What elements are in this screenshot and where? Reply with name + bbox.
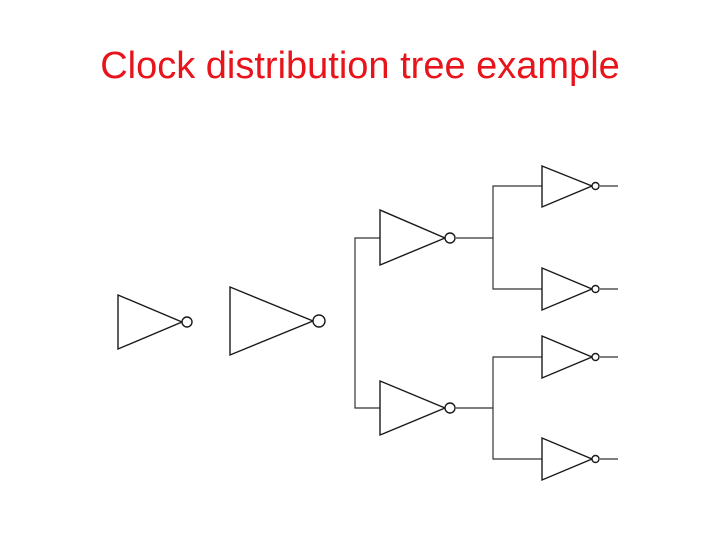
buffer-triangle-icon xyxy=(379,208,447,267)
buffer-triangle-icon xyxy=(379,379,447,437)
inversion-bubble-icon xyxy=(591,284,600,294)
inversion-bubble-icon xyxy=(591,181,600,191)
inverter-inv-4b xyxy=(541,266,600,312)
buffer-triangle-icon xyxy=(541,334,594,380)
inversion-bubble-icon xyxy=(444,232,456,244)
inversion-bubble-icon xyxy=(181,316,193,328)
slide-title: Clock distribution tree example xyxy=(100,45,620,87)
inverter-inv-4a xyxy=(541,164,600,209)
inversion-bubble-icon xyxy=(591,352,600,362)
inverter-inv-1 xyxy=(117,293,193,351)
inverter-inv-2 xyxy=(229,285,326,357)
wire-bus-stage3-input xyxy=(354,237,380,409)
inversion-bubble-icon xyxy=(444,402,456,414)
buffer-triangle-icon xyxy=(541,436,594,482)
inversion-bubble-icon xyxy=(312,314,326,328)
inverter-inv-4d xyxy=(541,436,600,482)
buffer-triangle-icon xyxy=(117,293,184,351)
wire-bus-lower xyxy=(492,356,542,460)
wire-bus-upper xyxy=(492,185,542,290)
inversion-bubble-icon xyxy=(591,454,600,464)
wires xyxy=(354,185,618,460)
buffer-triangle-icon xyxy=(229,285,315,357)
inverter-inv-3b xyxy=(379,379,456,437)
inverter-gates xyxy=(117,164,600,482)
buffer-triangle-icon xyxy=(541,266,594,312)
inverter-inv-3a xyxy=(379,208,456,267)
buffer-triangle-icon xyxy=(541,164,594,209)
inverter-inv-4c xyxy=(541,334,600,380)
